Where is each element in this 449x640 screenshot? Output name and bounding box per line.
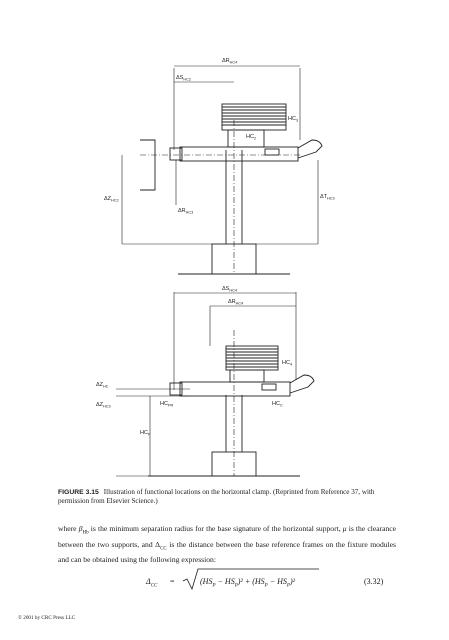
label-r-hc4-top: ΔRHC4 bbox=[222, 58, 237, 65]
label-s-hc4: ΔSHC4 bbox=[222, 286, 237, 293]
caption-label: FIGURE 3.15 bbox=[58, 489, 99, 496]
bottom-block-stack bbox=[225, 345, 279, 383]
top-block-stack bbox=[221, 103, 287, 148]
label-z-hc2: ΔZHC2 bbox=[104, 196, 119, 203]
label-r-hc3: ΔRHC3 bbox=[178, 208, 193, 215]
body-paragraph: where βHb is the minimum separation radi… bbox=[58, 524, 397, 565]
label-hc-c: HCC bbox=[272, 401, 283, 408]
label-hc4: HC4 bbox=[282, 360, 292, 367]
label-z-hc3: ΔZHC3 bbox=[96, 402, 111, 409]
equation-body: (HSP − HSP)² + (HSP − HSP)² bbox=[200, 577, 296, 589]
label-hc2: HC2 bbox=[246, 134, 256, 141]
equation-number: (3.32) bbox=[364, 577, 384, 586]
label-z-hc: ΔZHC bbox=[96, 382, 109, 389]
caption-text: Illustration of functional locations on … bbox=[58, 488, 375, 505]
label-r-hc4-bottom: ΔRHC4 bbox=[228, 299, 243, 306]
label-s-hc2: ΔSHC2 bbox=[176, 75, 191, 82]
copyright-footer: © 2001 by CRC Press LLC bbox=[18, 615, 76, 621]
radical-sign bbox=[182, 568, 319, 591]
top-arm bbox=[179, 146, 299, 162]
figure-drawing: ΔRHC4 ΔSHC2 HC3 HC2 ΔZHC2 ΔRHC3 ΔTHC3 ΔS… bbox=[96, 58, 335, 477]
label-hc3-top: HC3 bbox=[288, 116, 298, 123]
label-t-hc3: ΔTHC3 bbox=[320, 194, 335, 201]
label-hc-f: HCF bbox=[140, 430, 151, 437]
equation-3-32: ΔCC = (HSP − HSP)² + (HSP − HSP)² (3.32) bbox=[58, 568, 396, 593]
equation-lhs: ΔCC bbox=[146, 577, 158, 589]
top-base-plate bbox=[211, 243, 257, 275]
equation-equals: = bbox=[170, 577, 175, 586]
label-hc-pr: HCPR bbox=[160, 401, 173, 408]
